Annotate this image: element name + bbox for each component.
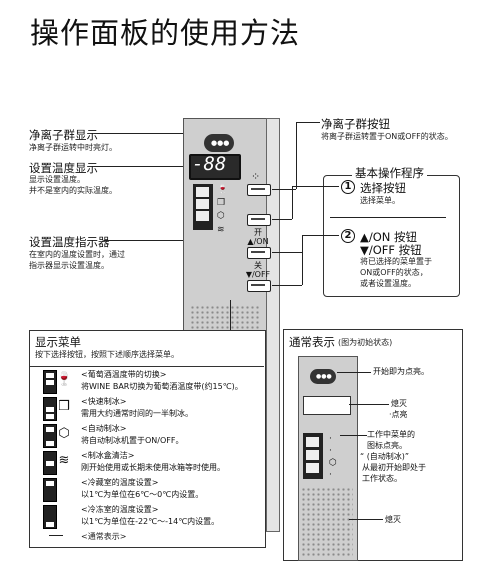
ion-button-desc: 将离子群运转置于ON或OFF的状态。	[321, 132, 453, 141]
step1-number: 1	[341, 180, 355, 194]
step2-desc-1: 将已选择的菜单置于	[360, 257, 432, 266]
ion-display-label: 净离子群显示	[29, 128, 98, 142]
ion-display-desc: 净离子群运转中时亮灯。	[29, 143, 117, 152]
normal-dot-label: ·点亮	[389, 410, 408, 419]
menu-row-desc: 刚开始使用或长期未使用冰箱等时使用。	[81, 463, 225, 472]
normal-ion-dots-icon: ●●●	[316, 373, 332, 380]
ice-maker-icon: ⬡	[58, 426, 70, 441]
temp-display-desc-1: 显示设置温度。	[29, 175, 85, 184]
normal-menu-label-3: “ (自动制冰)”	[360, 452, 410, 461]
normal-off-label-2: 熄灭	[385, 515, 401, 524]
temp-indicator-desc-2: 指示器显示设置温度。	[29, 261, 109, 270]
normal-off-label-1: 熄灭	[391, 399, 407, 408]
off-button[interactable]	[247, 280, 271, 292]
temp-display-label: 设置温度显示	[29, 161, 98, 175]
ice-cube-icon: ❒	[58, 399, 70, 414]
step2-number: 2	[341, 229, 355, 243]
step2-desc-2: ON或OFF的状态，	[360, 268, 428, 277]
normal-menu-label-4: 从最初开始即处于	[362, 463, 426, 472]
on-label: ▲/ON	[247, 237, 269, 246]
menu-footer: <通常表示>	[81, 532, 127, 541]
close-label: 关	[254, 261, 262, 270]
menu-row-title: <自动制冰>	[81, 424, 127, 433]
clean-icon: ≋	[217, 225, 225, 235]
normal-indicator-bar	[303, 433, 323, 479]
normal-lcd	[303, 396, 351, 415]
menu-row-auto-ice: ⬡ <自动制冰> 将自动制冰机置于ON/OFF。	[34, 423, 260, 449]
normal-menu-icons: ··⬡·	[329, 434, 337, 480]
step1-title: 选择按钮	[360, 181, 406, 195]
ion-dots-icon: ●●●	[211, 139, 230, 147]
panel-button-strip	[266, 118, 280, 532]
menu-row-title: <快速制冰>	[81, 397, 127, 406]
menu-row-title: <制冰盒清洁>	[81, 451, 135, 460]
normal-ion-indicator	[310, 369, 336, 384]
on-button[interactable]	[247, 247, 271, 259]
temp-indicator-desc-1: 在室内的温度设置时，通过	[29, 250, 125, 259]
temp-display-desc-2: 并不是室内的实际温度。	[29, 186, 117, 195]
fridge-icon	[56, 480, 72, 496]
menu-row-desc: 将自动制冰机置于ON/OFF。	[81, 436, 184, 445]
step2-desc-3: 或者设置温度。	[360, 279, 416, 288]
menu-row-clean: ≋ <制冰盒清洁> 刚开始使用或长期未使用冰箱等时使用。	[34, 450, 260, 476]
normal-ion-label: 开始即为点亮。	[373, 367, 429, 376]
step1-desc: 选择菜单。	[360, 196, 400, 205]
ion-button[interactable]	[247, 184, 271, 196]
ion-button-icon: ⁘	[251, 170, 261, 183]
menu-icons-column: 🍷 ❒ ⬡ ≋	[215, 185, 231, 245]
display-menu-header	[29, 330, 264, 367]
menu-row-title: <葡萄酒温度带的切换>	[81, 370, 167, 379]
freezer-icon	[56, 507, 72, 523]
normal-display-title: 通常表示	[289, 335, 335, 349]
temperature-lcd-value: -88	[192, 153, 227, 175]
menu-row-title: <冷藏室的温度设置>	[81, 478, 159, 487]
menu-row-fridge-temp: <冷藏室的温度设置> 以1℃为单位在6℃～0℃内设置。	[34, 477, 260, 503]
menu-row-desc: 以1℃为单位在-22℃～-14℃内设置。	[81, 517, 220, 526]
ice-cube-icon: ❒	[217, 198, 226, 208]
menu-row-title: <冷冻室的温度设置>	[81, 505, 159, 514]
display-menu-subtitle: 按下选择按钮，按照下述顺序选择菜单。	[35, 350, 179, 359]
select-button[interactable]	[247, 214, 271, 226]
menu-row-desc: 以1℃为单位在6℃～0℃内设置。	[81, 490, 204, 499]
off-label: ▼/OFF	[245, 270, 271, 279]
normal-menu-label-2: 图标点亮。	[367, 441, 407, 450]
normal-menu-label-1: 工作中菜单的	[367, 430, 415, 439]
step2-title-on: ▲/ON 按钮	[360, 230, 418, 244]
ice-maker-icon: ⬡	[217, 211, 225, 221]
temp-indicator-label: 设置温度指示器	[29, 235, 110, 249]
wine-glass-icon: 🍷	[56, 372, 73, 387]
wine-glass-icon: 🍷	[217, 185, 229, 195]
menu-row-wine: 🍷 <葡萄酒温度带的切换> 将WINE BAR切换为葡萄酒温度带(约15℃)。	[34, 369, 260, 395]
menu-row-quick-ice: ❒ <快速制冰> 需用大约通常时间的一半制冰。	[34, 396, 260, 422]
menu-row-desc: 需用大约通常时间的一半制冰。	[81, 409, 193, 418]
ion-indicator	[204, 134, 234, 152]
normal-display-note: (图为初始状态)	[338, 338, 393, 347]
display-menu-title: 显示菜单	[35, 335, 81, 349]
normal-menu-label-5: 工作状态。	[362, 474, 402, 483]
ion-button-label: 净离子群按钮	[321, 117, 390, 131]
basic-operation-title: 基本操作程序	[352, 165, 427, 181]
clean-icon: ≋	[58, 453, 70, 468]
open-label: 开	[254, 228, 262, 237]
menu-row-desc: 将WINE BAR切换为葡萄酒温度带(约15℃)。	[81, 382, 243, 391]
temperature-lcd	[189, 154, 241, 180]
normal-panel-grille	[301, 487, 353, 557]
page-title: 操作面板的使用方法	[30, 16, 301, 50]
step2-title-off: ▼/OFF 按钮	[360, 243, 422, 257]
temperature-indicator-bar	[193, 184, 213, 230]
menu-row-freezer-temp: <冷冻室的温度设置> 以1℃为单位在-22℃～-14℃内设置。	[34, 504, 260, 530]
